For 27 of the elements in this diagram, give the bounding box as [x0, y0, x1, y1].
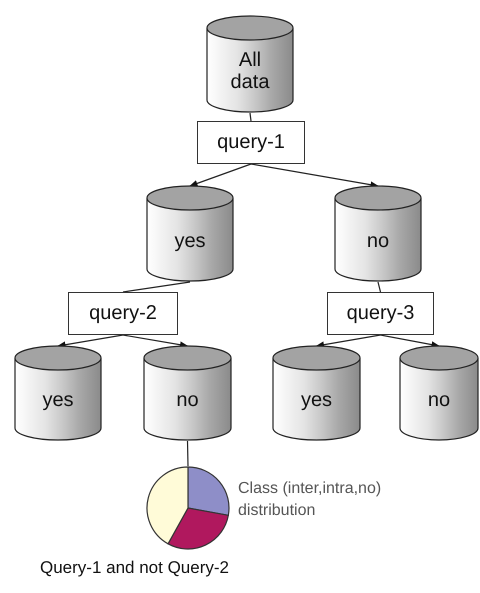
node-label: yes	[174, 230, 206, 252]
query-box	[68, 292, 178, 335]
cylinder-node	[399, 345, 479, 441]
node-label: yes	[300, 389, 332, 411]
connector-line	[186, 440, 189, 466]
cylinder-node	[272, 345, 361, 441]
cylinder-node	[146, 185, 234, 282]
query-box	[197, 121, 305, 164]
caption-text: Query-1 and not Query-2	[40, 558, 229, 578]
query-label: query-2	[89, 302, 157, 325]
node-label: no	[428, 389, 450, 411]
query-box	[327, 292, 434, 335]
cylinder-node	[143, 345, 232, 441]
node-label: no	[176, 389, 199, 411]
cylinder-node	[334, 185, 422, 282]
cylinder-node	[14, 345, 102, 441]
connector-line	[377, 282, 382, 292]
node-label: yes	[42, 389, 74, 411]
connector-line	[249, 112, 252, 122]
query-label: query-1	[217, 131, 285, 154]
node-label: no	[366, 230, 390, 252]
arrow	[380, 334, 440, 348]
pie-caption: Class (inter,intra,no) distribution	[238, 479, 382, 521]
query-label: query-3	[346, 302, 414, 325]
cylinder-node	[206, 15, 294, 113]
node-label: All data	[230, 49, 270, 93]
arrow	[189, 163, 252, 187]
